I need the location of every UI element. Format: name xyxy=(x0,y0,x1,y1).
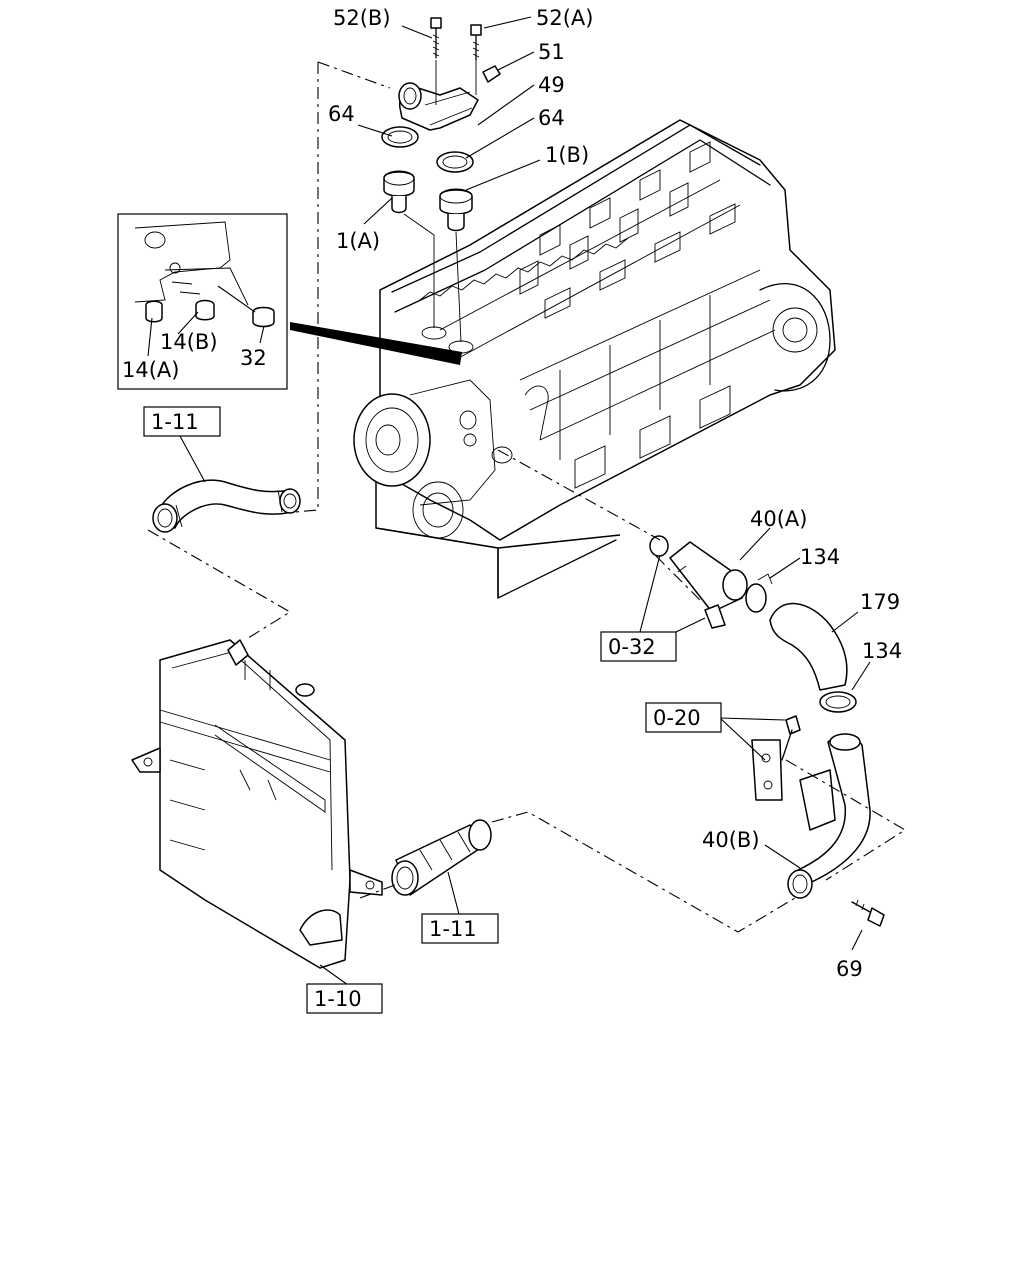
callout-179: 179 xyxy=(860,590,900,614)
bolt-69 xyxy=(851,899,885,927)
ref-1-11-top[interactable]: 1-11 xyxy=(143,406,221,437)
leader-lines xyxy=(147,16,871,951)
ref-1-11-bottom[interactable]: 1-11 xyxy=(421,913,499,944)
engine-block xyxy=(353,119,836,599)
callout-52a: 52(A) xyxy=(536,6,593,30)
callout-40b: 40(B) xyxy=(702,828,760,852)
svg-text:1-11: 1-11 xyxy=(151,410,199,434)
radiator xyxy=(131,639,383,969)
callout-32: 32 xyxy=(240,346,267,370)
svg-text:0-32: 0-32 xyxy=(608,635,656,659)
thermostat-housing-group xyxy=(381,17,501,343)
svg-text:1-10: 1-10 xyxy=(314,987,362,1011)
callout-64-left: 64 xyxy=(328,102,355,126)
outlet-pipe-a xyxy=(649,535,773,629)
callout-40a: 40(A) xyxy=(750,507,807,531)
svg-text:1-11: 1-11 xyxy=(429,917,477,941)
callout-134-top: 134 xyxy=(800,545,840,569)
callout-1b: 1(B) xyxy=(545,143,589,167)
hose-179 xyxy=(769,603,857,713)
svg-text:0-20: 0-20 xyxy=(653,706,701,730)
ref-1-10[interactable]: 1-10 xyxy=(306,983,383,1014)
callout-134-bottom: 134 xyxy=(862,639,902,663)
callout-52b: 52(B) xyxy=(333,6,391,30)
callout-14b: 14(B) xyxy=(160,330,218,354)
outlet-pipe-b xyxy=(787,733,871,899)
ref-0-32[interactable]: 0-32 xyxy=(600,631,677,662)
callout-51: 51 xyxy=(538,40,565,64)
callout-14a: 14(A) xyxy=(122,358,179,382)
callout-69: 69 xyxy=(836,957,863,981)
upper-hose xyxy=(152,479,301,533)
bracket-0-20 xyxy=(751,715,801,801)
ref-0-20[interactable]: 0-20 xyxy=(645,702,722,733)
callout-64-right: 64 xyxy=(538,106,565,130)
callout-1a: 1(A) xyxy=(336,229,380,253)
drain-plug-inset xyxy=(117,213,288,390)
callout-49: 49 xyxy=(538,73,565,97)
lower-hose xyxy=(391,819,492,896)
inset-pointer xyxy=(290,322,462,365)
